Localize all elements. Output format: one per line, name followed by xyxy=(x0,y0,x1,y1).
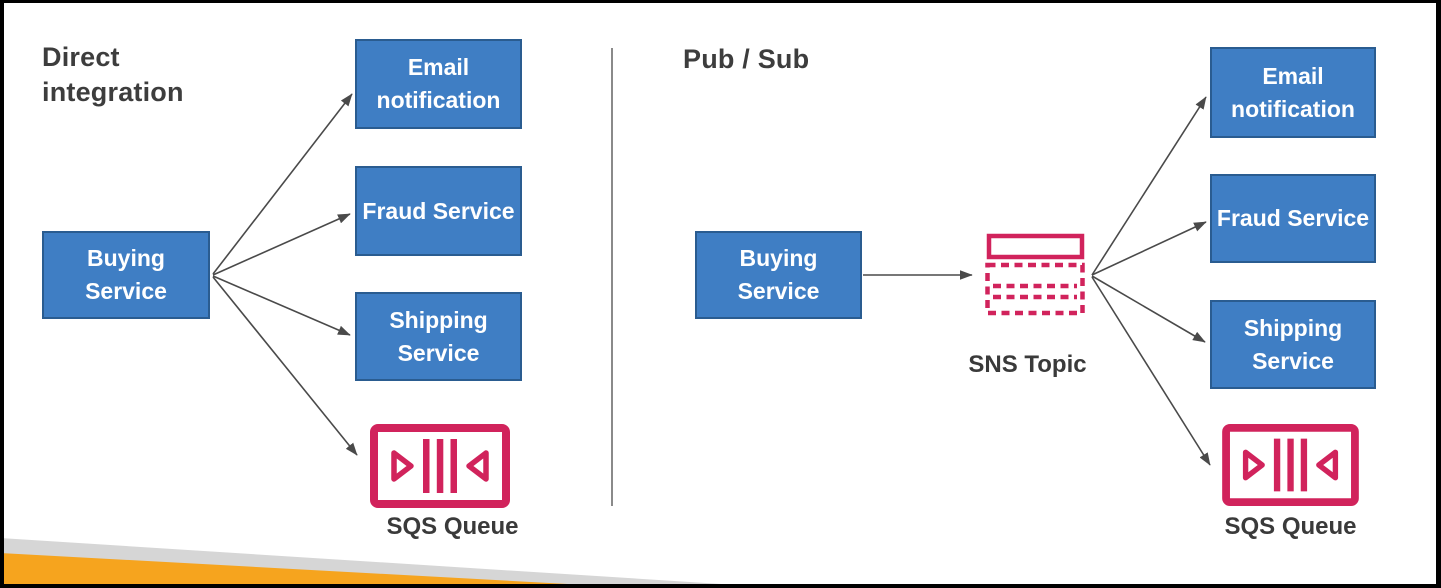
left-panel-title: Direct integration xyxy=(42,42,184,108)
arrow-sns-to-shipping xyxy=(1091,275,1206,343)
slide-border-right xyxy=(1436,0,1441,588)
arrow-left-to-email xyxy=(212,93,353,275)
slide-border-left xyxy=(0,0,4,588)
sqs-queue-icon xyxy=(1222,424,1359,511)
sns-topic-icon xyxy=(985,233,1085,322)
sqs-queue-label-left: SQS Queue xyxy=(386,513,519,540)
arrow-left-to-fraud xyxy=(212,213,351,276)
service-box-email-left: Email notification xyxy=(355,39,522,129)
service-box-shipping-right: Shipping Service xyxy=(1210,300,1376,389)
arrow-sns-to-fraud xyxy=(1091,221,1207,276)
arrow-left-to-sqs xyxy=(212,276,358,456)
sns-topic-label: SNS Topic xyxy=(968,351,1087,378)
service-box-fraud-right: Fraud Service xyxy=(1210,174,1376,263)
slide-border-bottom xyxy=(0,584,1441,588)
service-box-fraud-left: Fraud Service xyxy=(355,166,522,256)
panel-divider xyxy=(611,48,613,506)
right-panel-title: Pub / Sub xyxy=(683,44,810,74)
sqs-queue-label-right: SQS Queue xyxy=(1224,513,1357,540)
arrow-left-to-shipping xyxy=(212,275,351,336)
service-box-shipping-left: Shipping Service xyxy=(355,292,522,381)
service-box-buying-right: Buying Service xyxy=(695,231,862,319)
slide-border-top xyxy=(0,0,1441,3)
service-box-buying-left: Buying Service xyxy=(42,231,210,319)
service-box-email-right: Email notification xyxy=(1210,47,1376,138)
sqs-queue-icon xyxy=(370,424,510,513)
arrow-sns-to-email xyxy=(1091,96,1207,276)
